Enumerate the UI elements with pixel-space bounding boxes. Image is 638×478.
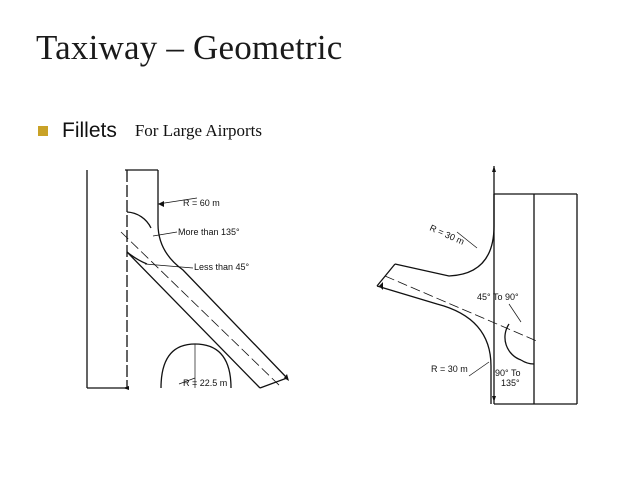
- diagonal-end-edge: [376, 263, 396, 287]
- bullet-label: Fillets: [62, 119, 117, 142]
- centerline: [120, 231, 281, 387]
- label-90-to: 90° To: [495, 368, 520, 378]
- angle-arc-135: [126, 211, 152, 229]
- label-135: 135°: [501, 378, 520, 388]
- angle-arc-90-135: [520, 359, 535, 365]
- label-r60: R = 60 m: [183, 198, 220, 208]
- diagonal-end-edge: [259, 377, 288, 389]
- upper-fillet-curve: [157, 170, 288, 379]
- lower-fillet-curve: [376, 285, 492, 404]
- square-bullet-icon: [38, 126, 48, 136]
- lower-diagonal-edge: [126, 251, 261, 389]
- slide-title: Taxiway – Geometric: [36, 28, 343, 67]
- label-r30-bottom: R = 30 m: [431, 364, 468, 374]
- label-45-to-90: 45° To 90°: [477, 292, 519, 302]
- angle-arc-45: [126, 251, 148, 265]
- left-diagram-svg: R = 60 m More than 135° Less than 45° R …: [86, 169, 289, 390]
- bullet-item: Fillets For Large Airports: [38, 118, 262, 144]
- right-fillet-diagram: R = 30 m 45° To 90° R = 30 m 90° To 135°: [349, 156, 589, 420]
- upper-fillet-curve: [394, 194, 495, 277]
- angle-arc-45-90: [504, 323, 522, 361]
- left-fillet-diagram: R = 60 m More than 135° Less than 45° R …: [55, 152, 313, 422]
- label-less-than-45: Less than 45°: [194, 262, 250, 272]
- centerline: [384, 275, 540, 343]
- label-r22-5: R = 22.5 m: [183, 378, 227, 388]
- right-diagram-svg: R = 30 m 45° To 90° R = 30 m 90° To 135°: [376, 166, 578, 405]
- label-more-than-135: More than 135°: [178, 227, 240, 237]
- label-r30-top: R = 30 m: [428, 223, 466, 247]
- bullet-subtitle: For Large Airports: [134, 121, 263, 140]
